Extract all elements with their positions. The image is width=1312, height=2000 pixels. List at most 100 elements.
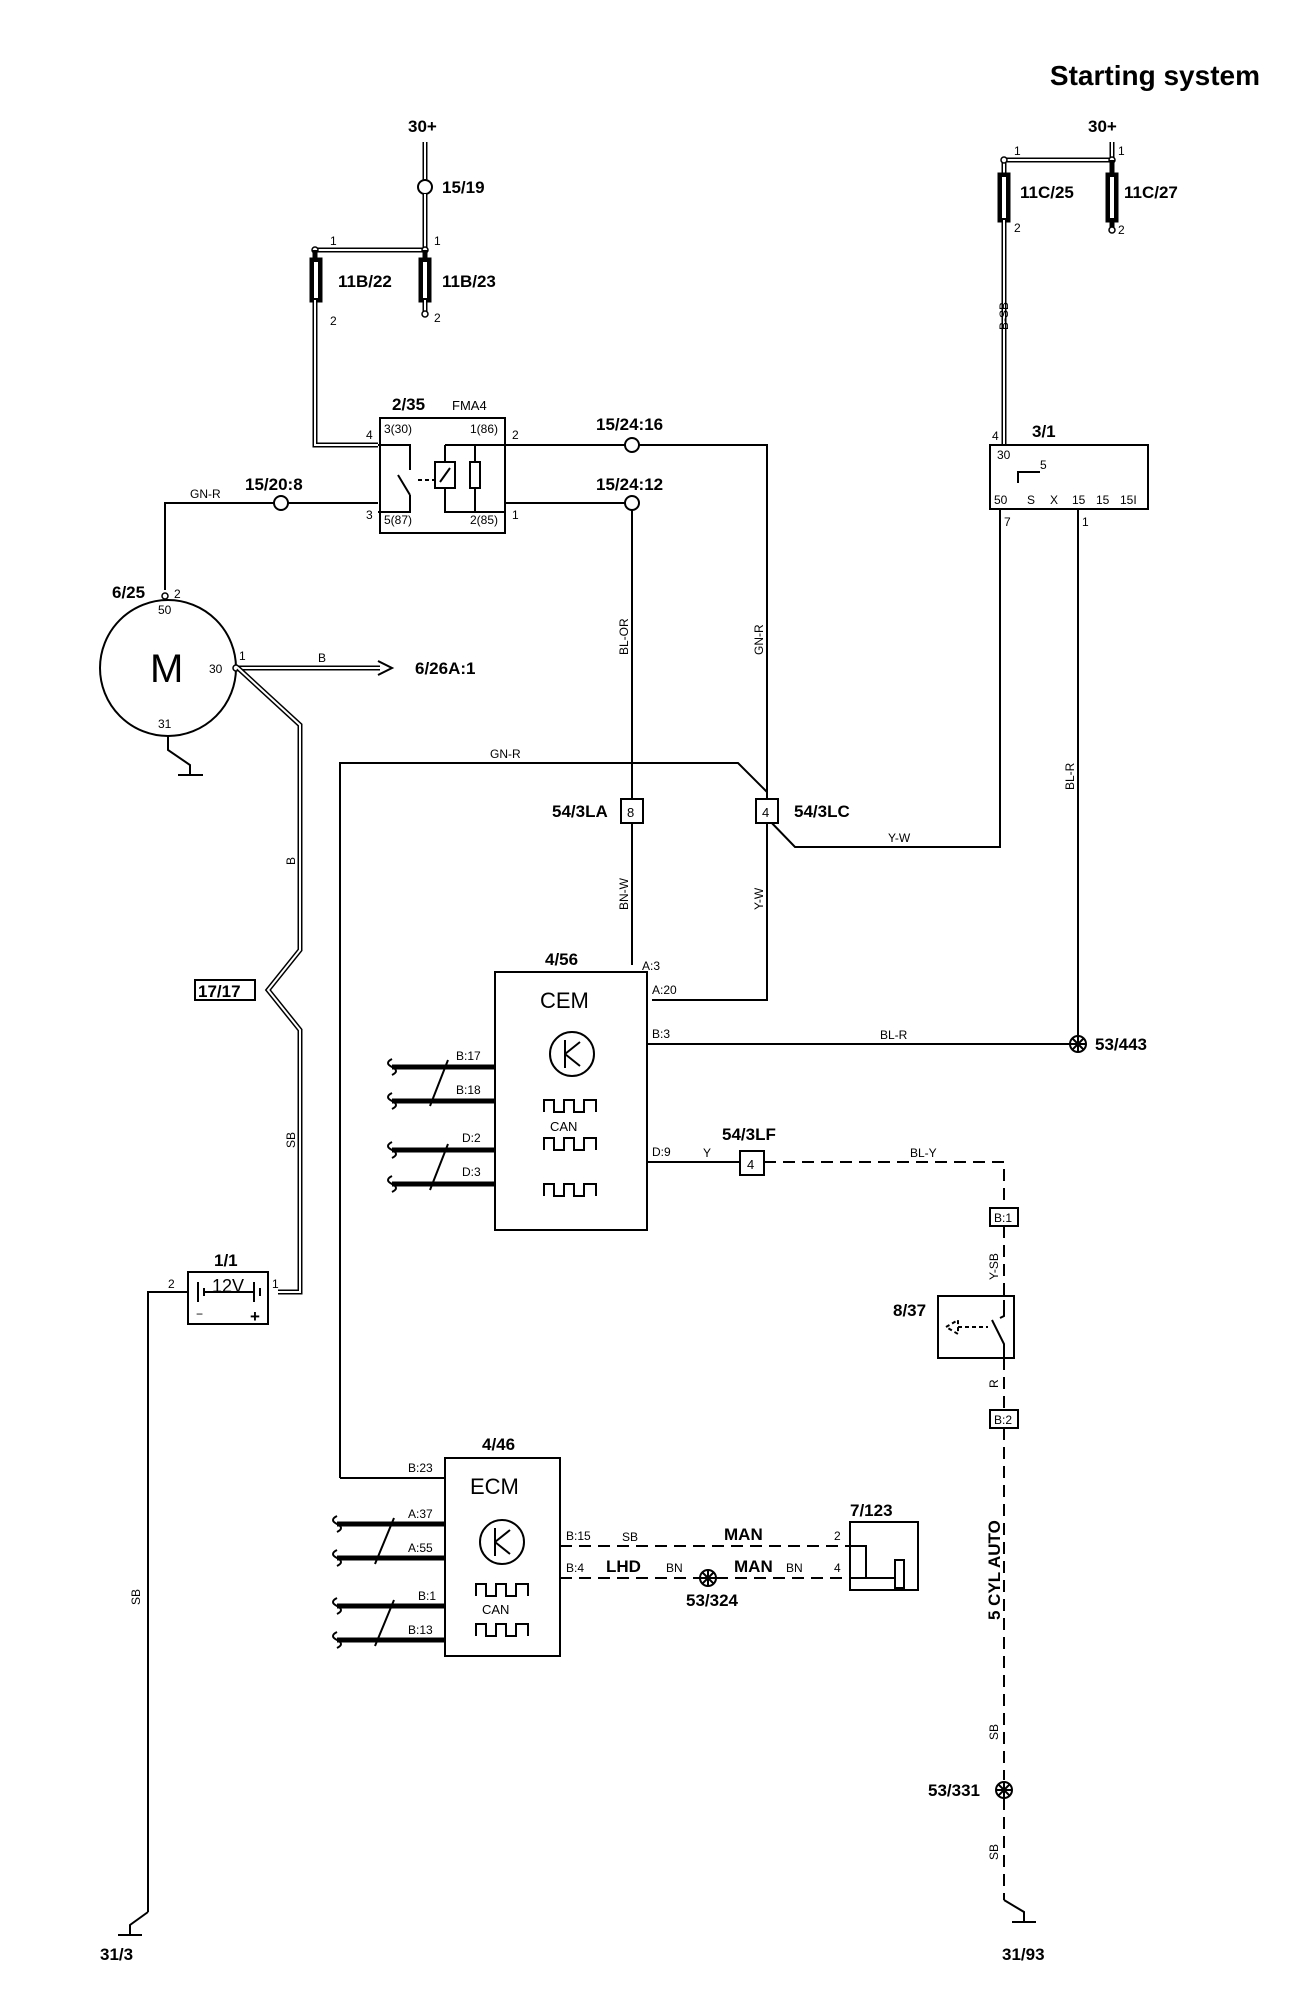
ignition-term-50: 50 — [994, 493, 1008, 507]
cem-can: CAN — [550, 1119, 577, 1134]
wire-gn-r-top: GN-R — [490, 747, 521, 761]
relay-pin-3: 3(30) — [384, 422, 412, 436]
fuse-node-15-19 — [417, 179, 433, 195]
connector-54-3lc-label: 54/3LC — [794, 802, 850, 821]
svg-text:−: − — [196, 1307, 203, 1321]
wire-y-sb: Y-SB — [987, 1253, 1001, 1280]
svg-text:1: 1 — [1082, 515, 1089, 529]
relay-id: 2/35 — [392, 395, 425, 414]
splice-53-331 — [995, 1781, 1013, 1799]
ecm-processor-icon — [479, 1519, 525, 1565]
svg-text:4: 4 — [992, 429, 999, 443]
splice-15-24-16-label: 15/24:16 — [596, 415, 663, 434]
wire-bl-r-vertical: BL-R — [1063, 762, 1077, 790]
page-title: Starting system — [1050, 60, 1260, 91]
connector-b1-label: B:1 — [994, 1211, 1012, 1225]
motor-destination: 6/26A:1 — [415, 659, 475, 678]
splice-53-443-label: 53/443 — [1095, 1035, 1147, 1054]
wire-sb-bottom: SB — [987, 1844, 1001, 1860]
svg-text:2: 2 — [174, 587, 181, 601]
svg-text:1: 1 — [1118, 144, 1125, 158]
wire-sb-ground: SB — [129, 1589, 143, 1605]
fuse-11b23 — [418, 257, 432, 303]
ignition-id: 3/1 — [1032, 422, 1056, 441]
ecm-pin-b1: B:1 — [418, 1589, 436, 1603]
cem-pin-d2: D:2 — [462, 1131, 481, 1145]
cem-pin-b18: B:18 — [456, 1083, 481, 1097]
note-lhd: LHD — [606, 1557, 641, 1576]
svg-text:1: 1 — [272, 1277, 279, 1291]
note-man-bottom: MAN — [734, 1557, 773, 1576]
wire-bl-r-horizontal: BL-R — [880, 1028, 908, 1042]
ecm-pin-b13: B:13 — [408, 1623, 433, 1637]
splice-53-324-label: 53/324 — [686, 1591, 739, 1610]
svg-text:2: 2 — [330, 314, 337, 328]
cem-pin-b3: B:3 — [652, 1027, 670, 1041]
wire-sb-lower: SB — [987, 1724, 1001, 1740]
fuse-11b22-label: 11B/22 — [338, 272, 392, 291]
connector-54-3lc-pin: 4 — [762, 805, 769, 820]
motor-pin-30: 30 — [209, 662, 223, 676]
motor-id: 6/25 — [112, 583, 145, 602]
ground-31-93: 31/93 — [1002, 1945, 1045, 1964]
sensor-id: 7/123 — [850, 1501, 893, 1520]
wire-b-motor: B — [318, 651, 326, 665]
ecm-name: ECM — [470, 1474, 519, 1499]
connector-54-3la-pin: 8 — [627, 805, 634, 820]
svg-text:2: 2 — [434, 311, 441, 325]
svg-text:3: 3 — [366, 508, 373, 522]
svg-text:+: + — [250, 1307, 260, 1326]
ignition-term-15b: 15 — [1096, 493, 1110, 507]
cem-pin-a3: A:3 — [642, 959, 660, 973]
ignition-term-x: X — [1050, 493, 1058, 507]
cem-pin-a20: A:20 — [652, 983, 677, 997]
wire-gn-r-motor: GN-R — [190, 487, 221, 501]
ecm-pin-a55: A:55 — [408, 1541, 433, 1555]
splice-53-443 — [1069, 1035, 1087, 1053]
splice-53-324 — [699, 1569, 717, 1587]
svg-text:2: 2 — [1014, 221, 1021, 235]
splice-15-24-12 — [624, 495, 640, 511]
fuse-node-15-19-label: 15/19 — [442, 178, 485, 197]
splice-53-331-label: 53/331 — [928, 1781, 980, 1800]
cem-id: 4/56 — [545, 950, 578, 969]
svg-text:2: 2 — [512, 428, 519, 442]
motor-pin-31: 31 — [158, 717, 172, 731]
relay-pin-5: 5(87) — [384, 513, 412, 527]
ignition-pos: 5 — [1040, 458, 1047, 472]
wire-y: Y — [703, 1146, 711, 1160]
cem-processor-icon — [549, 1031, 595, 1077]
ignition-term-s: S — [1027, 493, 1035, 507]
relay-pin-1: 1(86) — [470, 422, 498, 436]
wire-gn-r-vertical: GN-R — [752, 624, 766, 655]
sensor-7-123 — [849, 1521, 919, 1591]
ignition-term-15i: 15I — [1120, 493, 1137, 507]
svg-text:1: 1 — [434, 234, 441, 248]
ecm-pin-b15: B:15 — [566, 1529, 591, 1543]
ecm-pin-a37: A:37 — [408, 1507, 433, 1521]
cem-pin-d3: D:3 — [462, 1165, 481, 1179]
splice-15-20-8-label: 15/20:8 — [245, 475, 303, 494]
cem-pin-b17: B:17 — [456, 1049, 481, 1063]
wire-b-cable: B — [284, 857, 298, 865]
connector-17-17 — [194, 979, 256, 1001]
note-man-top: MAN — [724, 1525, 763, 1544]
fuse-11c25-label: 11C/25 — [1020, 183, 1074, 202]
wire-sb-ecm: SB — [622, 1530, 638, 1544]
connector-54-3lf-label: 54/3LF — [722, 1125, 776, 1144]
wire-b-sb: B-SB — [997, 302, 1011, 330]
splice-15-24-16 — [624, 437, 640, 453]
ignition-term-30: 30 — [997, 448, 1011, 462]
fuse-11b23-label: 11B/23 — [442, 272, 496, 291]
relay-pin-2: 2(85) — [470, 513, 498, 527]
motor-letter: M — [150, 647, 183, 691]
ecm-pin-b23: B:23 — [408, 1461, 433, 1475]
svg-text:4: 4 — [366, 428, 373, 442]
connector-54-3la-label: 54/3LA — [552, 802, 608, 821]
svg-text:1: 1 — [1014, 144, 1021, 158]
relay-name: FMA4 — [452, 398, 487, 413]
wire-bn-left: BN — [666, 1561, 683, 1575]
connector-54-3lf — [739, 1150, 765, 1176]
wire-r: R — [987, 1379, 1001, 1388]
